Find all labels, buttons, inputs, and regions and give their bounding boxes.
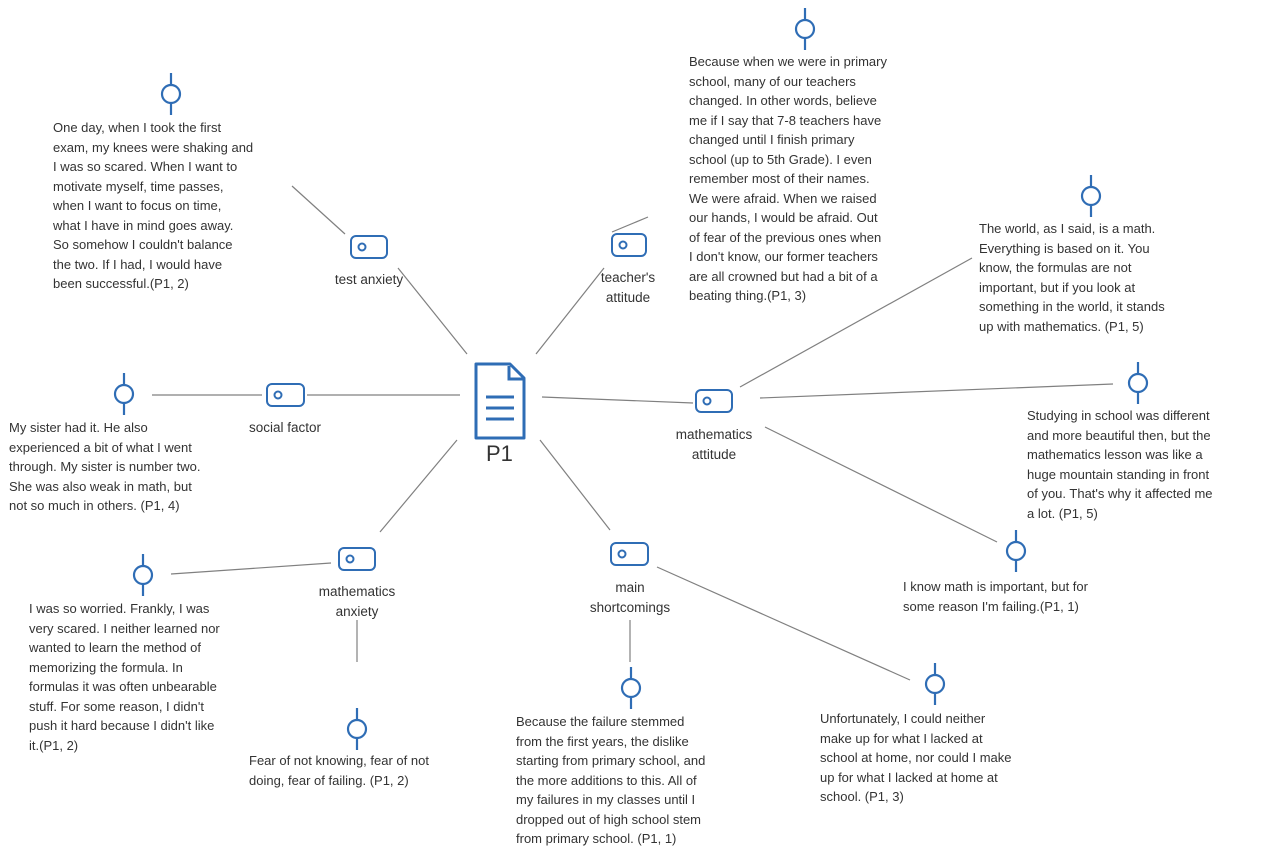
code-tag-icon[interactable] bbox=[610, 542, 649, 566]
quotation-text: One day, when I took the first exam, my … bbox=[53, 120, 254, 291]
edge-math-attitude-quote-studying bbox=[759, 383, 1114, 399]
quotation-pin-icon[interactable] bbox=[1080, 175, 1102, 217]
quotation-text: The world, as I said, is a math. Everyth… bbox=[979, 221, 1165, 334]
edge-doc-main-shortcomings bbox=[539, 439, 611, 531]
edge-math-attitude-quote-world bbox=[739, 257, 973, 388]
quotation-pin-icon[interactable] bbox=[620, 667, 642, 709]
quotation-text: I was so worried. Frankly, I was very sc… bbox=[29, 601, 220, 753]
quotation-text: Studying in school was different and mor… bbox=[1027, 408, 1213, 521]
code-label-mathematics-attitude: mathematics attitude bbox=[675, 427, 753, 462]
edge-test-anxiety-quote bbox=[291, 185, 346, 235]
edge-doc-teachers-attitude bbox=[535, 267, 605, 355]
edge-doc-mathematics-anxiety bbox=[379, 439, 458, 533]
code-tag-icon[interactable] bbox=[338, 547, 376, 571]
quotation-text: Because when we were in primary school, … bbox=[689, 54, 887, 303]
edge-shortcomings-quote-unfortunately bbox=[656, 566, 911, 681]
quotation-text: Unfortunately, I could neither make up f… bbox=[820, 711, 1012, 804]
code-tag-icon[interactable] bbox=[611, 233, 647, 257]
code-label-mathematics-anxiety: mathematics anxiety bbox=[318, 584, 396, 619]
edge-math-anxiety-quote-worried bbox=[170, 562, 332, 575]
quotation-pin-icon[interactable] bbox=[132, 554, 154, 596]
code-label-main-shortcomings: main shortcomings bbox=[589, 580, 671, 615]
quotation-text: Because the failure stemmed from the fir… bbox=[516, 714, 706, 846]
edge-doc-test-anxiety bbox=[397, 267, 468, 355]
code-label-teachers-attitude: teacher's attitude bbox=[600, 270, 656, 305]
quotation-pin-icon[interactable] bbox=[160, 73, 182, 115]
edge-doc-mathematics-attitude bbox=[541, 396, 694, 404]
document-icon[interactable] bbox=[474, 362, 526, 440]
quotation-pin-icon[interactable] bbox=[794, 8, 816, 50]
quotation-pin-icon[interactable] bbox=[113, 373, 135, 415]
edge-teachers-attitude-quote bbox=[611, 216, 649, 233]
quotation-pin-icon[interactable] bbox=[1005, 530, 1027, 572]
code-tag-icon[interactable] bbox=[266, 383, 305, 407]
quotation-pin-icon[interactable] bbox=[346, 708, 368, 750]
quotation-pin-icon[interactable] bbox=[1127, 362, 1149, 404]
connector-lines bbox=[152, 185, 1114, 681]
quotation-text: My sister had it. He also experienced a … bbox=[9, 420, 201, 513]
edge-math-attitude-quote-know bbox=[764, 426, 998, 543]
quotation-pin-icon[interactable] bbox=[924, 663, 946, 705]
code-tag-icon[interactable] bbox=[350, 235, 388, 259]
quotation-text: Fear of not knowing, fear of not doing, … bbox=[249, 753, 429, 788]
code-label-social-factor: social factor bbox=[248, 420, 322, 435]
document-label: P1 bbox=[486, 441, 513, 466]
quotation-text: I know math is important, but for some r… bbox=[903, 579, 1088, 614]
code-tag-icon[interactable] bbox=[695, 389, 733, 413]
code-label-test-anxiety: test anxiety bbox=[334, 272, 404, 287]
